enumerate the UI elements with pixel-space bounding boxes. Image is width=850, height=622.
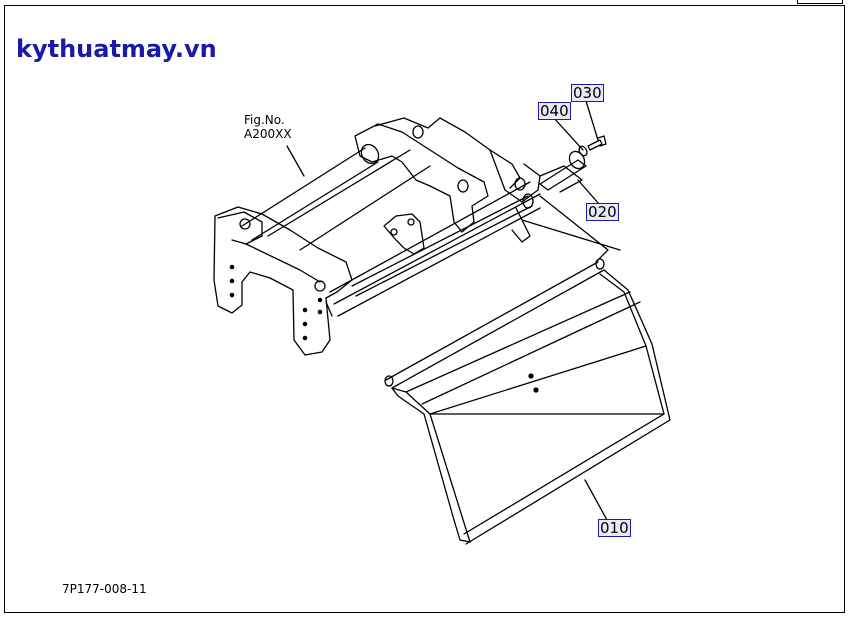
figure-reference-number: A200XX — [244, 127, 292, 141]
corner-tab — [797, 0, 843, 4]
leader-lines — [286, 100, 621, 521]
site-watermark: kythuatmay.vn — [16, 35, 217, 63]
bolt-030 — [587, 139, 603, 151]
drawing-frame — [4, 5, 845, 613]
washer-040 — [578, 145, 588, 157]
callout-010[interactable]: 010 — [598, 519, 631, 537]
frame-assembly — [213, 117, 541, 356]
shield-010 — [384, 258, 671, 545]
pin-parts — [539, 135, 607, 193]
left-bracket — [213, 206, 353, 356]
callout-020[interactable]: 020 — [586, 203, 619, 221]
center-mount — [383, 213, 425, 255]
pin-020 — [539, 159, 587, 191]
callout-040[interactable]: 040 — [538, 102, 571, 120]
callout-030[interactable]: 030 — [571, 84, 604, 102]
drawing-number: 7P177-008-11 — [62, 582, 147, 596]
shield-outline — [391, 387, 471, 543]
rear-bracket — [354, 123, 489, 233]
figure-reference: Fig.No. A200XX — [244, 113, 292, 141]
shield-top-edge — [385, 261, 599, 381]
figure-reference-label: Fig.No. — [244, 113, 285, 127]
